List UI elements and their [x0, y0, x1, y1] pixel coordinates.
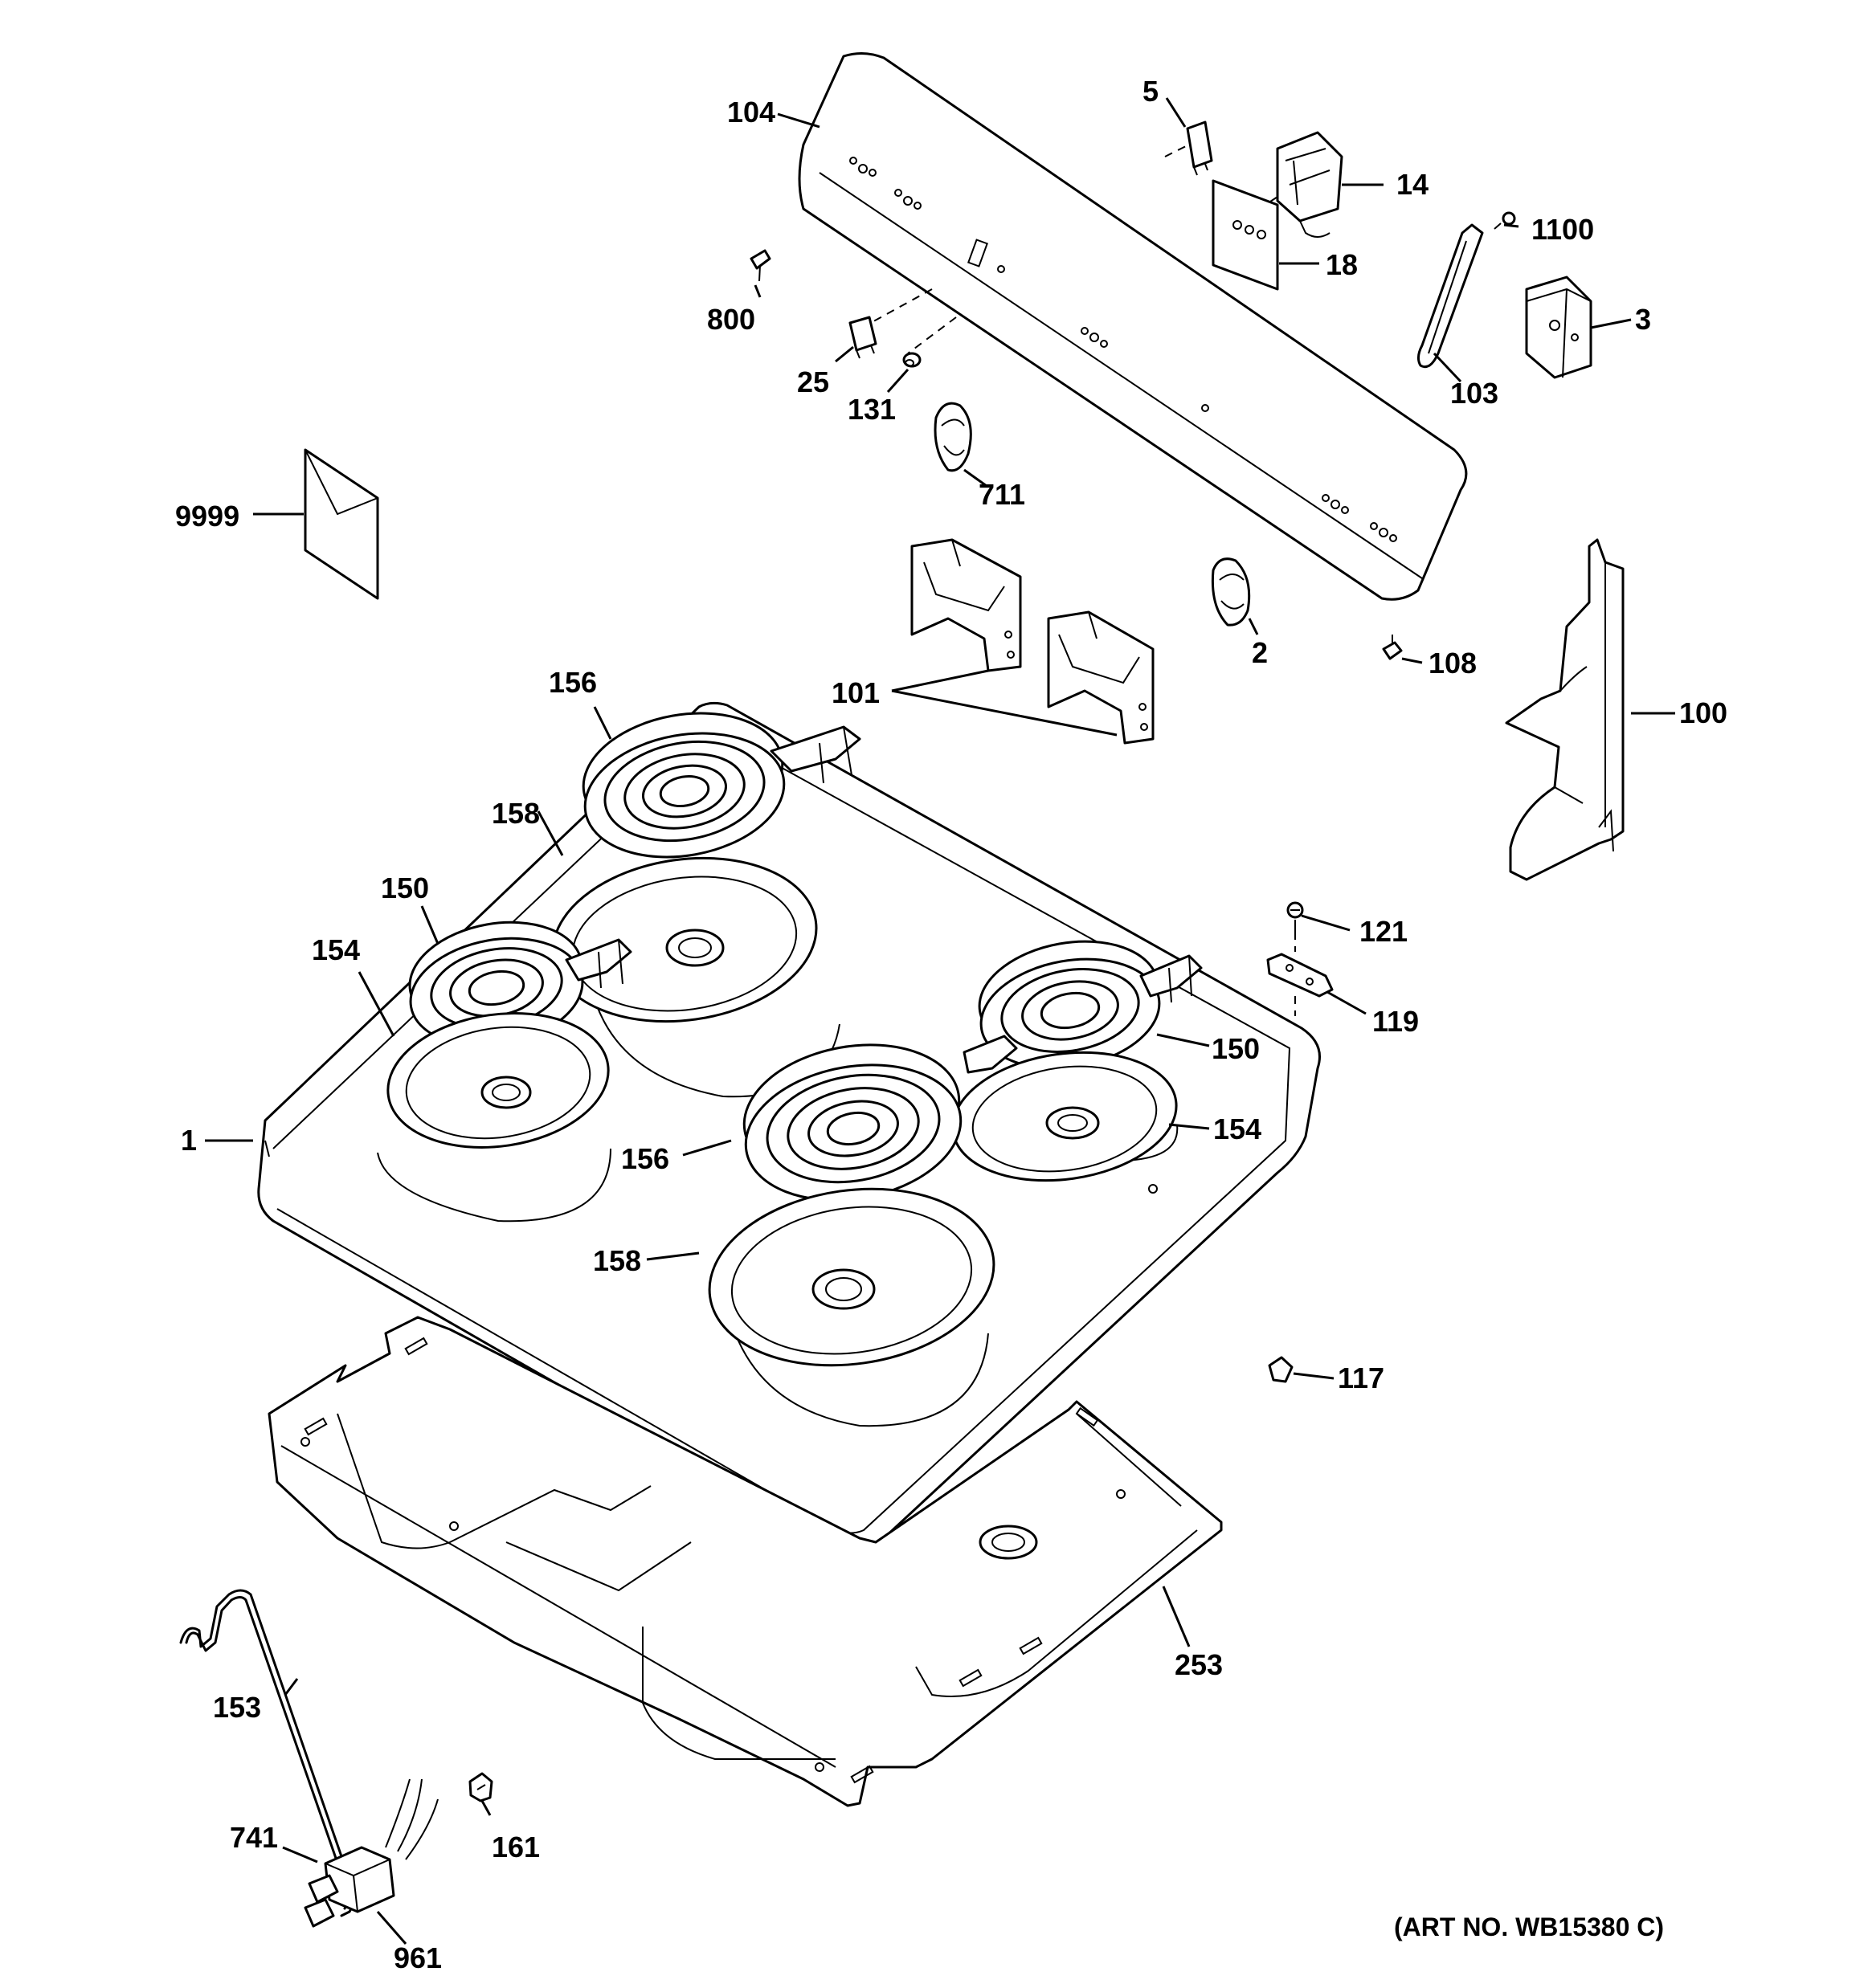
callout-800: 800 — [707, 303, 755, 336]
clip-161 — [468, 1772, 493, 1802]
burner-box-253 — [268, 1316, 1223, 1807]
screw-121 — [1286, 901, 1304, 952]
callout-25: 25 — [797, 365, 829, 398]
callout-5: 5 — [1142, 75, 1159, 108]
switch-5 — [1186, 120, 1213, 176]
callout-119: 119 — [1372, 1005, 1419, 1038]
art-number: (ART NO. WB15380 C) — [1394, 1912, 1664, 1941]
callout-158-front: 158 — [593, 1244, 641, 1277]
label-18 — [1212, 179, 1279, 291]
callout-161: 161 — [492, 1831, 540, 1863]
callout-253: 253 — [1175, 1648, 1223, 1681]
bracket-119 — [1266, 953, 1334, 1016]
drip-pan-154-left — [386, 1012, 610, 1149]
callout-108: 108 — [1429, 647, 1477, 680]
callout-153: 153 — [213, 1691, 261, 1724]
callout-154-right: 154 — [1213, 1112, 1261, 1145]
callout-3: 3 — [1635, 303, 1651, 336]
bracket-101-right — [1047, 610, 1155, 745]
callout-103: 103 — [1450, 377, 1498, 410]
grommet-131 — [902, 352, 922, 368]
callout-711: 711 — [979, 478, 1025, 511]
drip-pan-154-right — [951, 1051, 1178, 1182]
clip-117 — [1268, 1356, 1294, 1383]
side-trim-100 — [1505, 538, 1625, 881]
callout-14: 14 — [1396, 168, 1429, 201]
callout-150-left: 150 — [381, 872, 429, 904]
coil-element-156-back — [582, 712, 861, 859]
leader-lines — [205, 97, 1675, 1945]
callout-156-front: 156 — [621, 1142, 669, 1175]
callout-158-back: 158 — [492, 797, 540, 830]
knob-711 — [934, 402, 972, 472]
callout-100: 100 — [1679, 696, 1727, 729]
callout-101: 101 — [832, 676, 880, 709]
screw-108 — [1382, 635, 1403, 660]
coil-element-150-right — [963, 940, 1203, 1074]
callout-156-back: 156 — [549, 666, 597, 699]
literature-9999 — [304, 448, 379, 600]
callout-1100: 1100 — [1531, 213, 1594, 246]
callout-131: 131 — [848, 393, 896, 426]
callout-741: 741 — [230, 1821, 278, 1854]
control-panel-backsplash — [798, 52, 1468, 601]
callout-117: 117 — [1338, 1361, 1384, 1394]
callout-2: 2 — [1252, 636, 1268, 669]
callout-121: 121 — [1359, 915, 1408, 948]
callout-1: 1 — [181, 1124, 197, 1157]
callout-104: 104 — [727, 96, 775, 129]
bracket-103 — [1416, 223, 1484, 369]
screw-800 — [750, 249, 771, 282]
knob-2 — [1211, 557, 1251, 627]
screw-1100 — [1494, 211, 1516, 230]
callout-18: 18 — [1326, 248, 1358, 281]
terminal-block-741 — [304, 1778, 439, 1928]
callout-9999: 9999 — [175, 500, 239, 533]
switch-25 — [848, 316, 877, 359]
bracket-101-left — [910, 538, 1022, 672]
callout-labels: 104 5 14 1100 18 800 3 103 25 131 711 99… — [175, 75, 1727, 1974]
drip-pan-158-front — [708, 1187, 995, 1367]
callout-961: 961 — [394, 1941, 442, 1974]
callout-150-right: 150 — [1212, 1032, 1260, 1065]
callout-154-left: 154 — [312, 933, 360, 966]
coil-element-156-front — [742, 1043, 963, 1202]
relay-3 — [1525, 276, 1592, 379]
